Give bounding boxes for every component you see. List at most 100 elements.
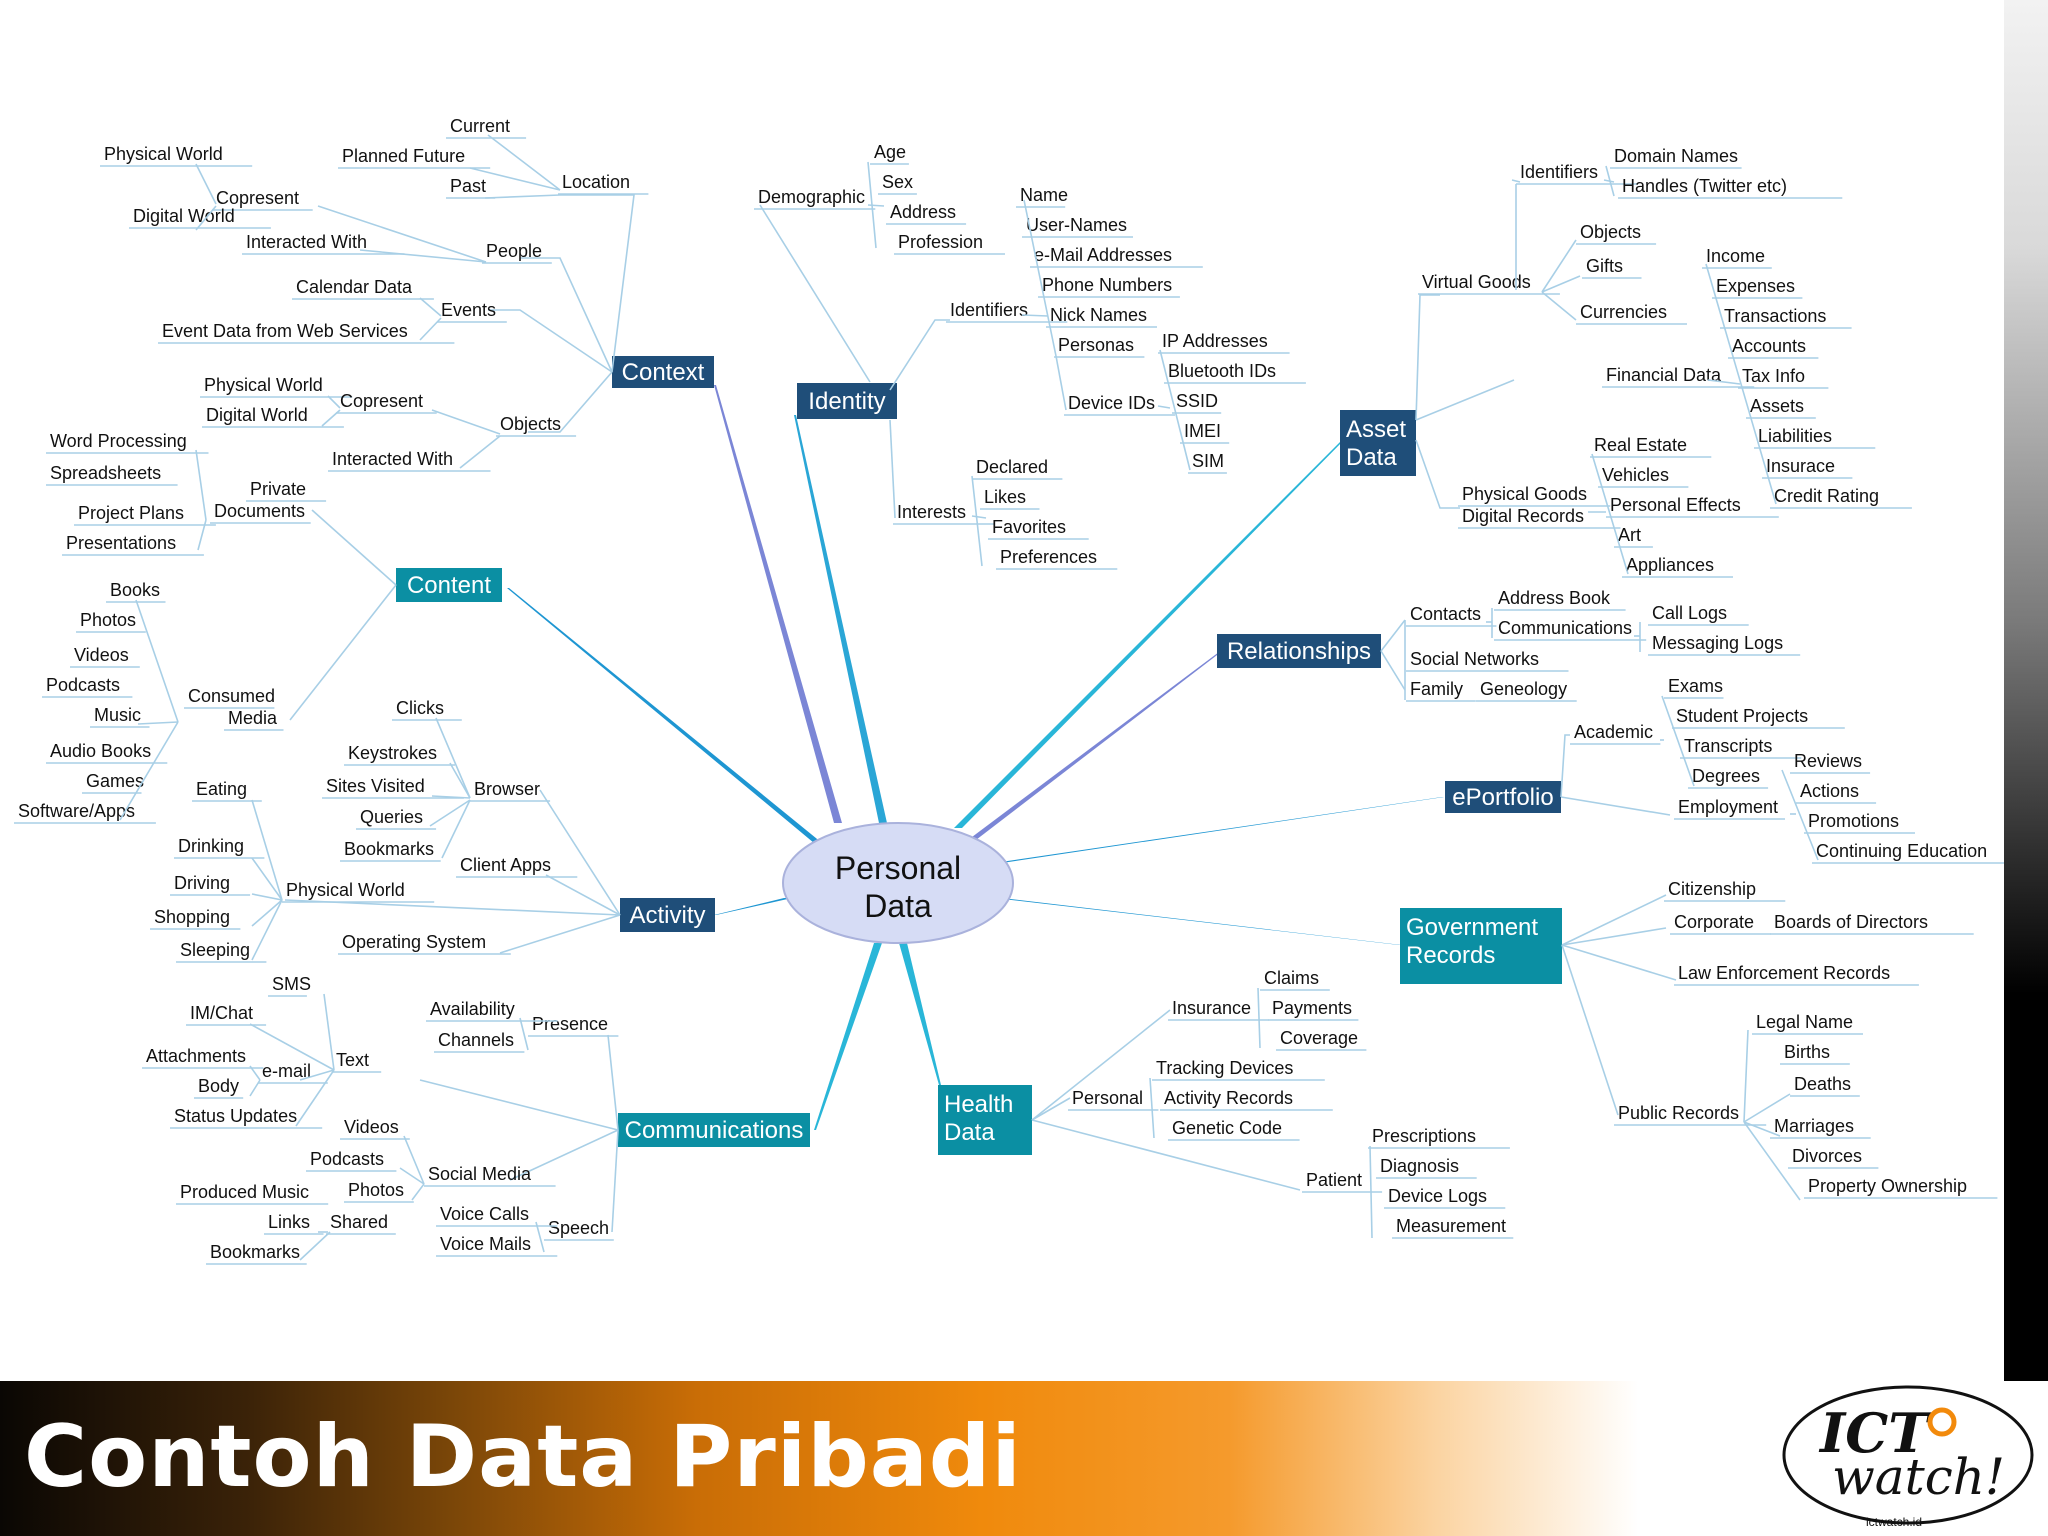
branch-box xyxy=(618,1113,810,1147)
branch-label: Asset xyxy=(1346,416,1406,443)
connector-line xyxy=(411,1183,425,1201)
node-id-identifiers: Identifiers xyxy=(950,300,1028,320)
node-ctx-planned: Planned Future xyxy=(342,146,465,166)
center-label: Personal xyxy=(835,850,961,886)
node-gv-boards: Boards of Directors xyxy=(1774,912,1928,932)
node-id-imei: IMEI xyxy=(1184,421,1221,441)
connector-line xyxy=(488,309,613,373)
node-id-demographic: Demographic xyxy=(758,187,865,207)
connector-line xyxy=(419,317,442,341)
trunk-line xyxy=(814,943,882,1130)
node-co-music: Music xyxy=(94,705,141,725)
node-ctx-location: Location xyxy=(562,172,630,192)
node-as-insurace: Insurace xyxy=(1766,456,1835,476)
node-as-assets: Assets xyxy=(1750,396,1804,416)
node-hd-insurance: Insurance xyxy=(1172,998,1251,1018)
connector-line xyxy=(195,205,217,231)
branch-relationships: Relationships xyxy=(1217,634,1381,668)
node-ctx-physical-world: Physical World xyxy=(104,144,223,164)
node-hd-diagnosis: Diagnosis xyxy=(1380,1156,1459,1176)
node-co-podcasts: Podcasts xyxy=(46,675,120,695)
node-ep-reviews: Reviews xyxy=(1794,751,1862,771)
connector-line xyxy=(299,1069,335,1081)
node-as-art: Art xyxy=(1618,525,1641,545)
trunk-line xyxy=(964,652,1221,843)
connector-line xyxy=(449,762,471,799)
node-as-physical-goods: Physical Goods xyxy=(1462,484,1587,504)
node-id-address: Address xyxy=(890,202,956,222)
center-label: Data xyxy=(864,888,932,924)
connector-line xyxy=(327,395,341,409)
node-ep-promotions: Promotions xyxy=(1808,811,1899,831)
node-re-family: Family xyxy=(1410,679,1463,699)
connector-line xyxy=(431,795,471,799)
node-co-software: Software/Apps xyxy=(18,801,135,821)
connector-line xyxy=(889,419,896,519)
node-id-bt: Bluetooth IDs xyxy=(1168,361,1276,381)
connector-line xyxy=(1031,1097,1071,1121)
trunk-line xyxy=(899,943,941,1085)
node-cm-produced: Produced Music xyxy=(180,1182,309,1202)
node-hd-device-logs: Device Logs xyxy=(1388,1186,1487,1206)
connector-line xyxy=(1149,1077,1155,1139)
node-cm-podcasts: Podcasts xyxy=(310,1149,384,1169)
connector-line xyxy=(429,799,471,827)
connector-line xyxy=(137,721,179,725)
node-re-call-logs: Call Logs xyxy=(1652,603,1727,623)
node-gv-citizenship: Citizenship xyxy=(1668,879,1756,899)
node-ac-eating: Eating xyxy=(196,779,247,799)
footer-banner: Contoh Data Pribadi xyxy=(0,1381,2048,1536)
connector-line xyxy=(435,717,471,799)
svg-text:ICT: ICT xyxy=(1818,1401,1932,1465)
branch-identity: Identity xyxy=(797,383,897,419)
node-hd-patient: Patient xyxy=(1306,1170,1362,1190)
node-id-phone: Phone Numbers xyxy=(1042,275,1172,295)
node-ctx-event-web: Event Data from Web Services xyxy=(162,321,408,341)
connector-line xyxy=(289,584,397,721)
connector-line xyxy=(539,789,621,916)
node-id-profession: Profession xyxy=(898,232,983,252)
connector-line xyxy=(1031,1119,1301,1191)
node-ctx-people: People xyxy=(486,241,542,261)
node-as-liabilities: Liabilities xyxy=(1758,426,1832,446)
node-ctx-copresent: Copresent xyxy=(216,188,299,208)
connector-line xyxy=(509,1129,619,1181)
connector-line xyxy=(299,1231,331,1261)
connector-line xyxy=(1541,239,1577,293)
node-ac-queries: Queries xyxy=(360,807,423,827)
connector-line xyxy=(1705,263,1777,505)
node-ctx-past: Past xyxy=(450,176,486,196)
node-hd-claims: Claims xyxy=(1264,968,1319,988)
node-cm-voice-mails: Voice Mails xyxy=(440,1234,531,1254)
node-cm-bookmarks: Bookmarks xyxy=(210,1242,300,1262)
branch-label: Communications xyxy=(625,1117,804,1144)
node-id-interests: Interests xyxy=(897,502,966,522)
branch-label: Data xyxy=(1346,444,1397,471)
node-co-private2: Documents xyxy=(214,501,305,521)
connector-line xyxy=(528,371,613,433)
node-cm-links: Links xyxy=(268,1212,310,1232)
connector-line xyxy=(441,799,471,859)
node-cm-videos: Videos xyxy=(344,1117,399,1137)
connector-line xyxy=(323,993,335,1071)
branch-comm: Communications xyxy=(618,1113,810,1147)
connector-line xyxy=(249,1065,261,1081)
node-gv-corporate: Corporate xyxy=(1674,912,1754,932)
connector-line xyxy=(1560,734,1570,798)
logo-url: ictwatch.id xyxy=(1866,1515,1922,1529)
connector-line xyxy=(459,435,501,469)
node-cm-attachments: Attachments xyxy=(146,1046,246,1066)
connector-line xyxy=(249,1023,335,1071)
node-gv-property: Property Ownership xyxy=(1808,1176,1967,1196)
branch-eportfolio: ePortfolio xyxy=(1445,781,1561,813)
connector-line xyxy=(1541,291,1577,321)
connector-line xyxy=(311,509,397,586)
connector-line xyxy=(317,205,487,263)
branch-box xyxy=(797,383,897,419)
node-hd-payments: Payments xyxy=(1272,998,1352,1018)
node-as-objects: Objects xyxy=(1580,222,1641,242)
node-ac-sites: Sites Visited xyxy=(326,776,425,796)
node-ctx-obj-digital: Digital World xyxy=(206,405,308,425)
connector-line xyxy=(249,1079,261,1097)
connector-line xyxy=(399,1167,425,1185)
